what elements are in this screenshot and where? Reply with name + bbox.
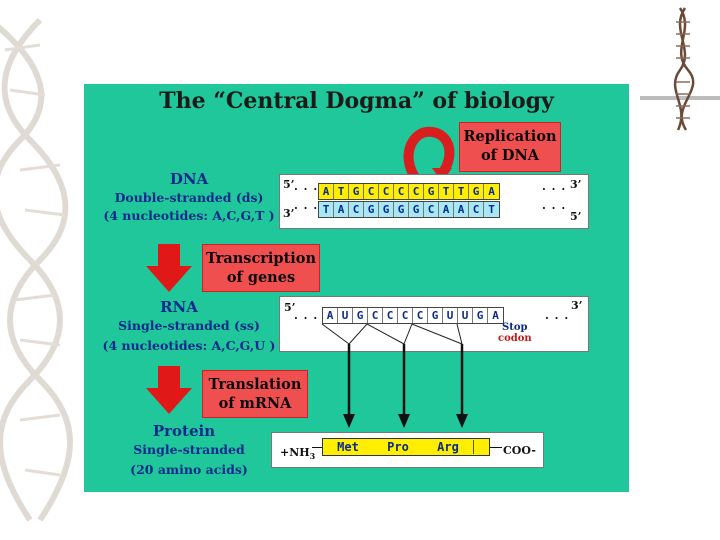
c-terminus-label: COO-	[503, 444, 536, 457]
dna-top-base: C	[364, 184, 379, 199]
translation-line2: of mRNA	[218, 395, 292, 412]
rna-description-line1: Single-stranded (ss)	[118, 318, 260, 333]
dna-top-left-dots: . . .	[294, 180, 319, 193]
dna-top-base: C	[409, 184, 424, 199]
transcription-line2: of genes	[226, 269, 296, 286]
translation-arrow	[146, 366, 192, 414]
rna-base: G	[473, 308, 488, 323]
dna-helix-decoration-left	[0, 17, 73, 522]
dna-bottom-base: A	[454, 202, 469, 217]
dna-top-5prime-label: 5’	[283, 178, 295, 191]
rna-base: U	[458, 308, 473, 323]
central-dogma-slide: The “Central Dogma” of biology DNA Doubl…	[84, 84, 629, 492]
rna-base: G	[428, 308, 443, 323]
replication-line2: of DNA	[480, 147, 540, 164]
dna-bottom-base: T	[319, 202, 334, 217]
dna-bottom-5prime-label: 5’	[570, 210, 582, 223]
transcription-line1: Transcription	[205, 250, 316, 267]
dna-bottom-base: G	[394, 202, 409, 217]
rna-base: C	[383, 308, 398, 323]
dna-description-line1: Double-stranded (ds)	[114, 190, 264, 205]
stop-codon-label-line1: Stop	[502, 322, 528, 333]
n-terminus-subscript: 3	[309, 451, 316, 462]
dna-bottom-base: C	[349, 202, 364, 217]
dna-bottom-left-dots: . . .	[294, 199, 319, 212]
protein-heading: Protein	[152, 422, 216, 440]
dna-bottom-base: A	[334, 202, 349, 217]
dna-top-base: C	[379, 184, 394, 199]
dna-bottom-base: G	[379, 202, 394, 217]
rna-base: A	[323, 308, 338, 323]
dna-top-base: G	[469, 184, 484, 199]
translation-label-box: Translation of mRNA	[202, 370, 308, 418]
rna-left-dots: . . .	[294, 309, 319, 322]
dna-bottom-base: C	[424, 202, 439, 217]
rna-base: A	[492, 309, 499, 322]
n-terminus-bond	[312, 447, 322, 448]
dna-description-line2: (4 nucleotides: A,C,G,T )	[103, 208, 275, 223]
rna-heading: RNA	[160, 298, 198, 316]
dna-top-base: A	[488, 185, 495, 198]
amino-acid-met: Met	[323, 440, 374, 454]
rna-right-dots: . . .	[545, 309, 570, 322]
n-terminus-text: +NH	[280, 446, 310, 459]
rna-description-line2: (4 nucleotides: A,C,G,U )	[102, 338, 276, 353]
rna-base: C	[413, 308, 428, 323]
dna-bottom-base: C	[469, 202, 484, 217]
transcription-arrow	[146, 244, 192, 292]
rna-base: C	[398, 308, 413, 323]
dna-top-right-dots: . . .	[542, 180, 567, 193]
dna-bottom-base: A	[439, 202, 454, 217]
protein-chain-panel: +NH3 Met Pro Arg COO-	[271, 432, 544, 468]
dna-bottom-base: T	[488, 203, 495, 216]
c-terminus-bond	[490, 447, 502, 448]
dna-top-base: G	[424, 184, 439, 199]
dna-heading: DNA	[169, 170, 209, 188]
n-terminus-label: +NH3	[280, 446, 315, 461]
codon-to-amino-acid-arrows	[321, 324, 468, 428]
dna-top-base: T	[334, 184, 349, 199]
dna-top-base: A	[319, 184, 334, 199]
translation-line1: Translation	[208, 376, 302, 393]
amino-acid-chain: Met Pro Arg	[322, 438, 490, 456]
rna-base: U	[443, 308, 458, 323]
dna-top-base: C	[394, 184, 409, 199]
dna-top-base: T	[439, 184, 454, 199]
protein-description-line1: Single-stranded	[133, 442, 245, 457]
rna-base: C	[368, 308, 383, 323]
dna-top-base: T	[454, 184, 469, 199]
amino-acid-pro: Pro	[373, 440, 424, 454]
dna-bottom-3prime-label: 3’	[283, 207, 295, 220]
dna-bottom-base: G	[409, 202, 424, 217]
replication-line1: Replication	[463, 128, 557, 145]
transcription-label-box: Transcription of genes	[202, 244, 320, 292]
dna-top-3prime-label: 3’	[570, 178, 582, 191]
amino-acid-arg: Arg	[423, 440, 474, 454]
replication-label-box: Replication of DNA	[459, 122, 561, 172]
rna-base: G	[353, 308, 368, 323]
stop-codon-label-line2: codon	[498, 333, 532, 344]
slide-title: The “Central Dogma” of biology	[159, 88, 554, 114]
rna-3prime-label: 3’	[571, 299, 583, 312]
dna-bottom-right-dots: . . .	[542, 199, 567, 212]
protein-description-line2: (20 amino acids)	[130, 462, 248, 477]
rna-5prime-label: 5’	[284, 301, 296, 314]
dna-helix-decoration-right	[640, 7, 720, 131]
rna-base: U	[338, 308, 353, 323]
dna-top-base: G	[349, 184, 364, 199]
dna-bottom-base: G	[364, 202, 379, 217]
